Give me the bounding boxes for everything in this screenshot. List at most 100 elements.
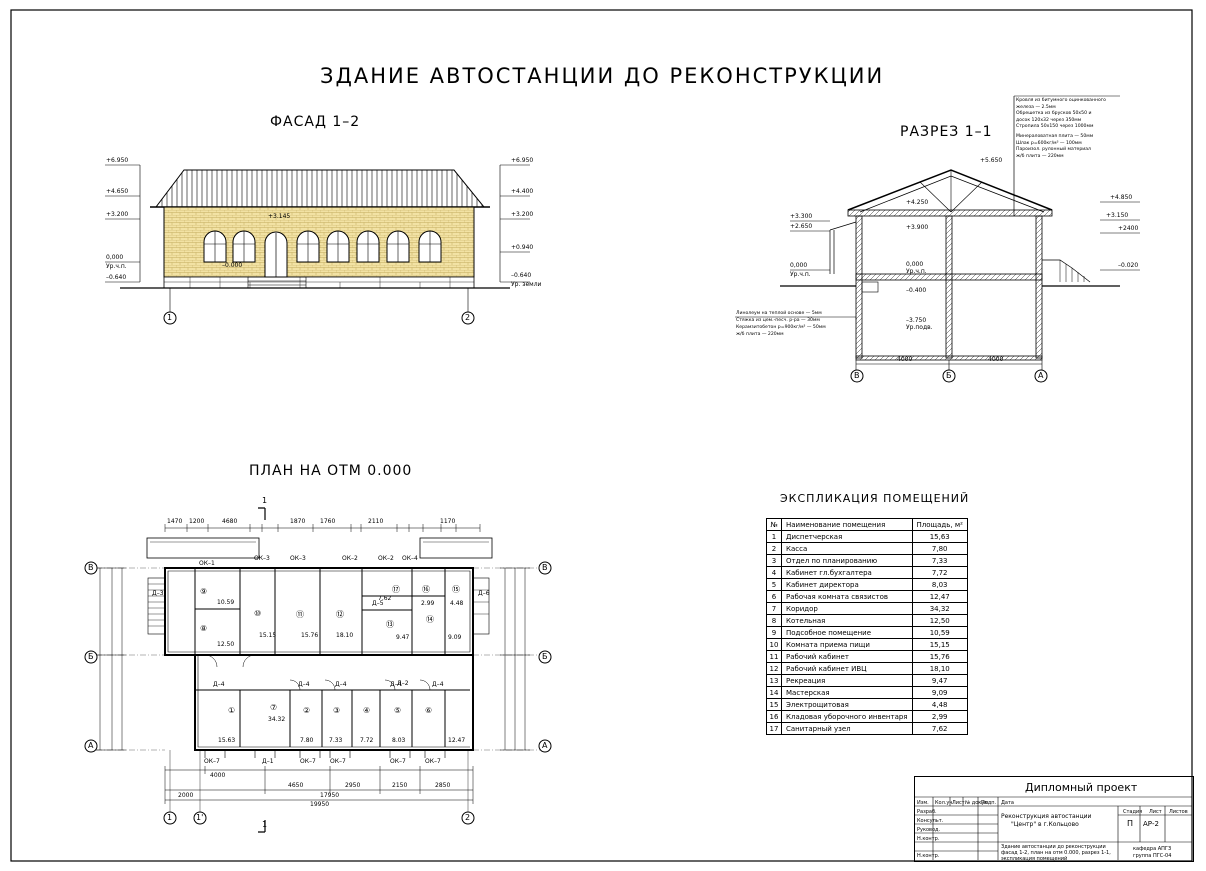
facade-level: Ур. земли: [511, 281, 542, 288]
section-axis: В: [854, 371, 860, 380]
room-number: ②: [303, 706, 311, 715]
room-area: 8.03: [392, 737, 406, 744]
room-area: 15.63: [218, 737, 236, 744]
plan-opening: ОК–3: [254, 555, 270, 562]
facade-level: –0.640: [106, 274, 127, 281]
section-level: +3.150: [1106, 212, 1129, 219]
plan-dim: 17950: [320, 792, 340, 799]
section-dim: 4000: [988, 356, 1004, 363]
section-mark: –3.750: [906, 317, 927, 324]
plan-opening: ОК–3: [290, 555, 306, 562]
room-area: 7.33: [329, 737, 343, 744]
plan-axis: В: [88, 563, 94, 572]
room-area: 7.80: [300, 737, 314, 744]
room-area: 7.72: [360, 737, 374, 744]
plan-dim: 4000: [210, 772, 226, 779]
plan-dim: 19950: [310, 801, 330, 808]
section-mark: +3.900: [906, 224, 929, 231]
section-mark: +5.650: [980, 157, 1003, 164]
column-header: Наименование помещения: [781, 518, 913, 531]
room-area: 9.47: [396, 634, 410, 641]
room-number: ⑥: [425, 706, 433, 715]
room-number: ③: [333, 706, 341, 715]
room-area: 2.99: [421, 600, 435, 607]
plan-opening: ОК–1: [199, 560, 215, 567]
section-axis: А: [1038, 371, 1044, 380]
section-mark: –0.400: [906, 287, 927, 294]
plan-title: ПЛАН НА ОТМ 0.000: [249, 463, 413, 479]
plan-dim: 2110: [368, 518, 384, 525]
sheet-frame: [10, 9, 1193, 862]
room-number: ⑮: [452, 585, 460, 594]
facade-drawing: [105, 164, 530, 325]
facade-level: +3.200: [106, 211, 129, 218]
room-area: 12.50: [217, 641, 235, 648]
section-level: +2400: [1118, 225, 1139, 232]
plan-section-mark: 1: [262, 820, 268, 829]
plan-section-mark: 1: [262, 496, 268, 505]
plan-axis: В: [542, 563, 548, 572]
plan-dim: 1470: [167, 518, 183, 525]
plan-opening: Д–4: [432, 681, 444, 688]
plan-opening: ОК–7: [425, 758, 441, 765]
room-area: 15.15: [259, 632, 277, 639]
section-level: Ур.ч.п.: [790, 271, 811, 278]
plan-dim: 4680: [222, 518, 238, 525]
sheet-content: фасад 1-2, план на отм 0.000, разрез 1-1…: [1001, 850, 1111, 856]
project-label: Дипломный проект: [1025, 781, 1138, 794]
plan-opening: Д–6: [478, 590, 490, 597]
explication-title: ЭКСПЛИКАЦИЯ ПОМЕЩЕНИЙ: [780, 492, 970, 505]
title-block-lines: [914, 796, 1192, 860]
facade-axis: 1: [167, 313, 173, 322]
facade-level: +0.940: [511, 244, 534, 251]
plan-opening: ОК–4: [402, 555, 418, 562]
facade-level: +6.950: [511, 157, 534, 164]
room-number: ⑩: [254, 609, 262, 618]
section-dim: 4000: [897, 356, 913, 363]
main-title: ЗДАНИЕ АВТОСТАНЦИИ ДО РЕКОНСТРУКЦИИ: [320, 64, 885, 88]
plan-opening: Д–4: [298, 681, 310, 688]
plan-opening: ОК–7: [204, 758, 220, 765]
plan-axis: 2: [465, 813, 471, 822]
plan-opening: ОК–2: [342, 555, 358, 562]
room-number: ⑭: [426, 615, 434, 624]
plan-axis: А: [88, 741, 94, 750]
plan-opening: ОК–7: [390, 758, 406, 765]
room-area: 18.10: [336, 632, 354, 639]
facade-plinth: [163, 276, 475, 289]
plan-axis: 1': [196, 813, 204, 822]
facade-level: +3.200: [511, 211, 534, 218]
facade-roof: [154, 169, 486, 208]
plan-axis: А: [542, 741, 548, 750]
plan-dim: 2000: [178, 792, 194, 799]
room-area: 15.76: [301, 632, 319, 639]
plan-drawing: [84, 507, 552, 833]
plan-dim: 1170: [440, 518, 456, 525]
sheet-content: экспликация помещений: [1001, 856, 1068, 862]
room-number: ⑬: [386, 620, 394, 629]
plan-opening: ОК–7: [330, 758, 346, 765]
facade-level: +4.650: [106, 188, 129, 195]
column-header: Площадь, м²: [911, 518, 968, 531]
section-axis: Б: [946, 371, 952, 380]
room-number: ⑧: [200, 624, 208, 633]
plan-opening: ОК–2: [378, 555, 394, 562]
facade-level: +4.400: [511, 188, 534, 195]
theme: Реконструкция автостанции: [1001, 813, 1092, 820]
